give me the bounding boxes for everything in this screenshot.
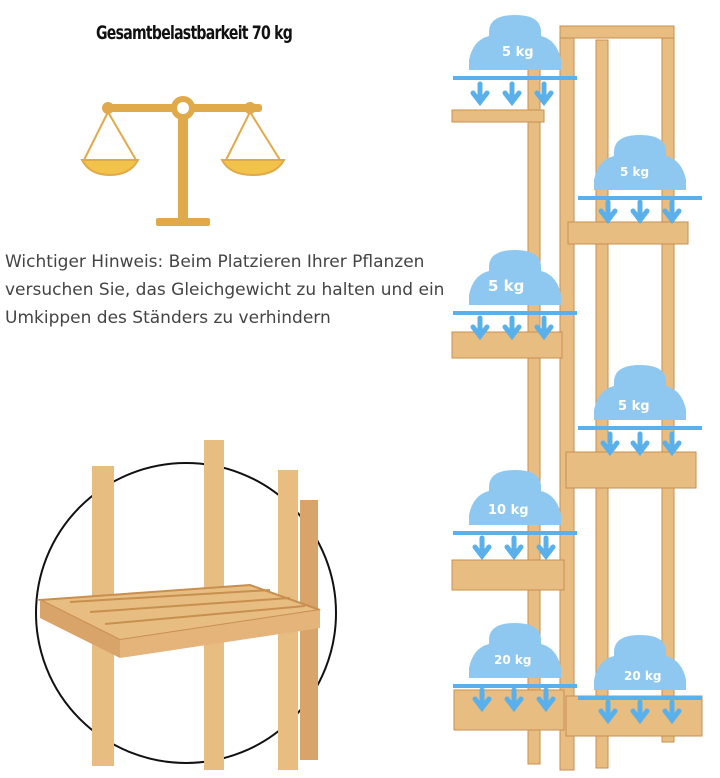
hint-line-3: Umkippen des Ständers zu verhindern [5, 308, 331, 328]
svg-text:5 kg: 5 kg [618, 399, 650, 414]
weight-icon: 5 kg [578, 365, 702, 452]
svg-text:5 kg: 5 kg [502, 45, 534, 60]
svg-text:5 kg: 5 kg [488, 277, 524, 295]
weight-icon: 20 kg [578, 635, 702, 720]
balance-scale-icon [80, 96, 286, 226]
svg-text:20 kg: 20 kg [494, 653, 531, 667]
hint-line-1: Wichtiger Hinweis: Beim Platzieren Ihrer… [5, 252, 425, 272]
weight-icon: 10 kg [453, 470, 577, 556]
hint-line-2: versuchen Sie, das Gleichgewicht zu halt… [5, 280, 445, 300]
weight-icon: 20 kg [453, 623, 577, 708]
important-hint-text: Wichtiger Hinweis: Beim Platzieren Ihrer… [5, 248, 475, 332]
svg-text:5 kg: 5 kg [620, 165, 649, 179]
shelf-detail-zoom [35, 440, 337, 770]
weight-icon: 5 kg [578, 135, 702, 220]
svg-text:20 kg: 20 kg [624, 669, 661, 683]
weight-icon: 5 kg [453, 250, 577, 336]
svg-text:10 kg: 10 kg [488, 503, 529, 518]
weight-icon: 5 kg [453, 15, 577, 102]
